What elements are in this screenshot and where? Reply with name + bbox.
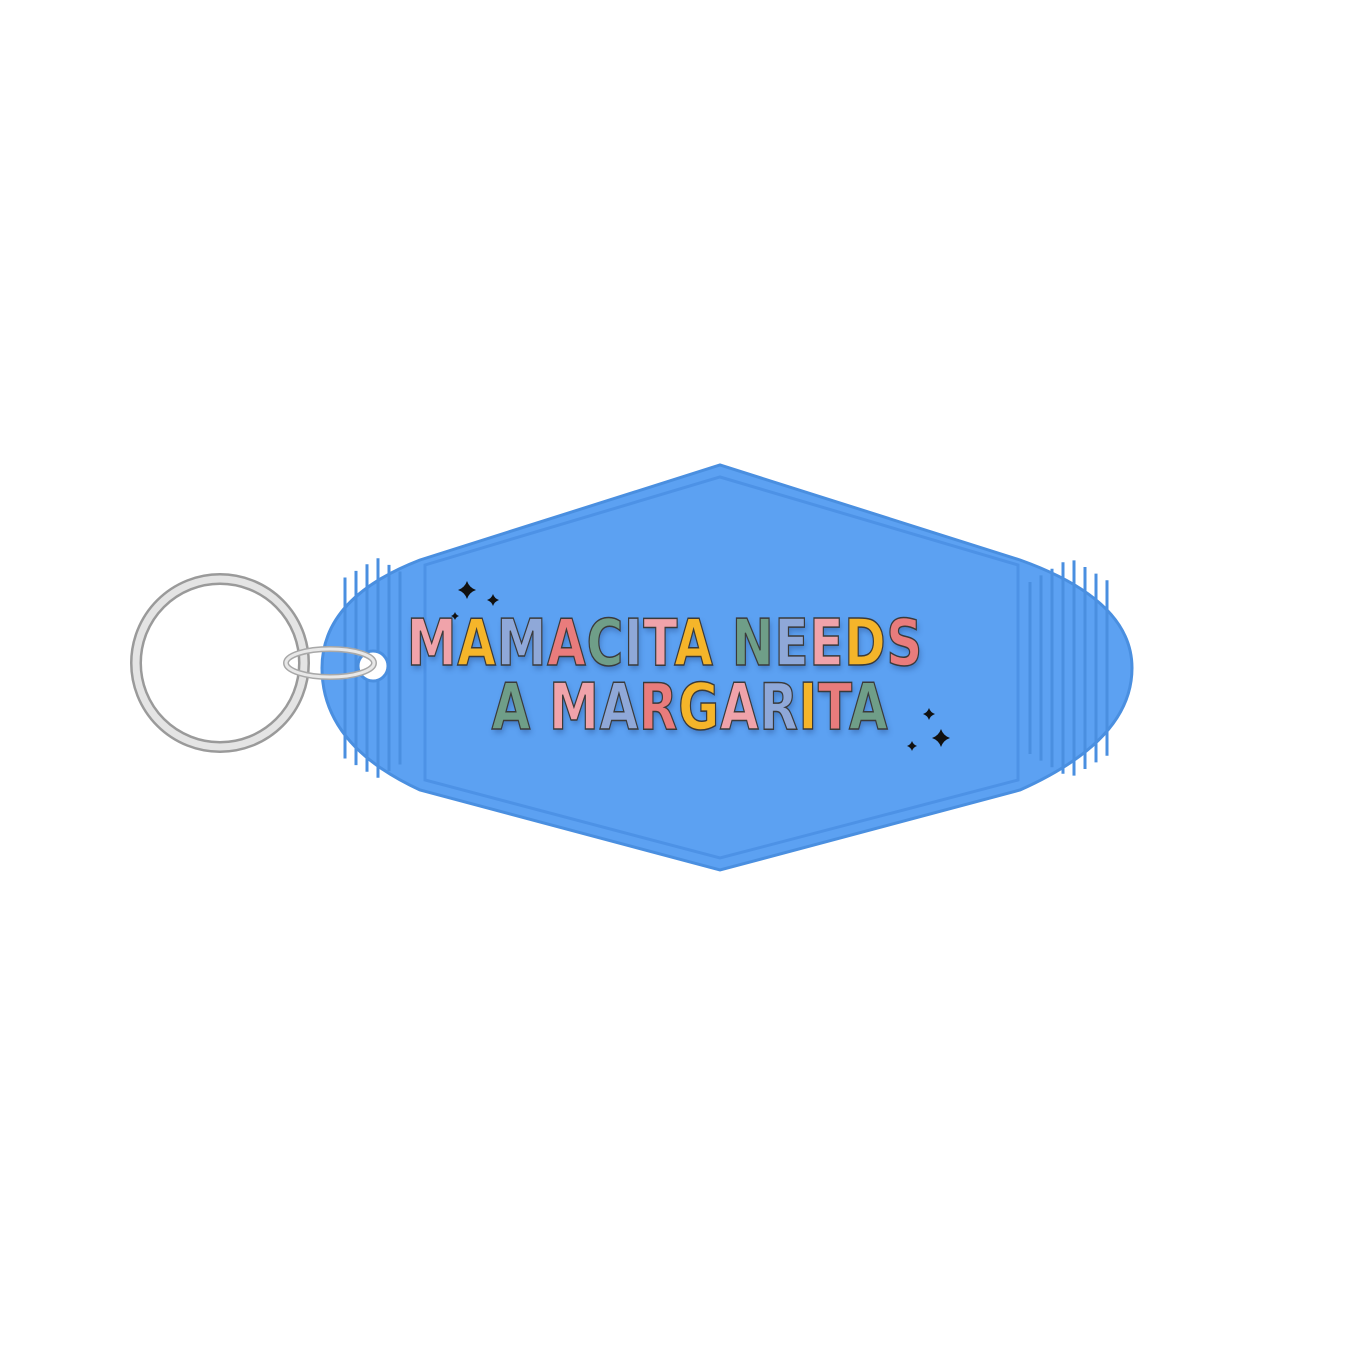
space: [714, 607, 732, 681]
tag-inner-border: [423, 475, 1020, 860]
phrase-letter: A: [599, 671, 640, 745]
phrase-letter: T: [643, 607, 675, 681]
tag-ribs: [343, 558, 1109, 778]
sparkle-icon: [923, 708, 935, 720]
phrase-letter: R: [759, 671, 799, 745]
sparkle-icon: [458, 581, 476, 599]
phrase-letter: I: [798, 671, 819, 745]
phrase-letter: A: [674, 607, 714, 681]
sparkle-icon: [932, 729, 950, 747]
phrase-line-1: MAMACITA NEEDS: [139, 611, 1192, 677]
phrase-letter: C: [586, 607, 625, 681]
phrase-line-2: A MARGARITA: [164, 675, 1217, 741]
sparkle-icon: [907, 741, 917, 751]
phrase-letter: M: [549, 671, 600, 745]
motel-keytag: [320, 463, 1134, 872]
phrase-letter: S: [886, 607, 924, 681]
phrase-letter: E: [774, 607, 810, 681]
phrase-letter: N: [731, 607, 775, 681]
phrase-letter: A: [719, 671, 760, 745]
phrase-letter: R: [638, 671, 679, 745]
phrase-letter: T: [817, 671, 849, 745]
sparkles: [451, 581, 950, 751]
phrase-letter: D: [844, 607, 887, 681]
sparkle-icon: [487, 594, 499, 606]
phrase-letter: M: [496, 607, 548, 681]
sparkle-icon: [451, 612, 459, 620]
phrase-letter: A: [491, 671, 532, 745]
split-ring-icon: [130, 573, 310, 753]
phrase-letter: M: [406, 607, 458, 681]
phrase-letter: E: [809, 607, 845, 681]
phrase-letter: I: [623, 607, 644, 681]
phrase-letter: A: [457, 607, 497, 681]
phrase-letter: A: [848, 671, 889, 745]
phrase-letter: A: [547, 607, 587, 681]
space: [531, 671, 549, 745]
phrase-letter: G: [678, 671, 721, 745]
